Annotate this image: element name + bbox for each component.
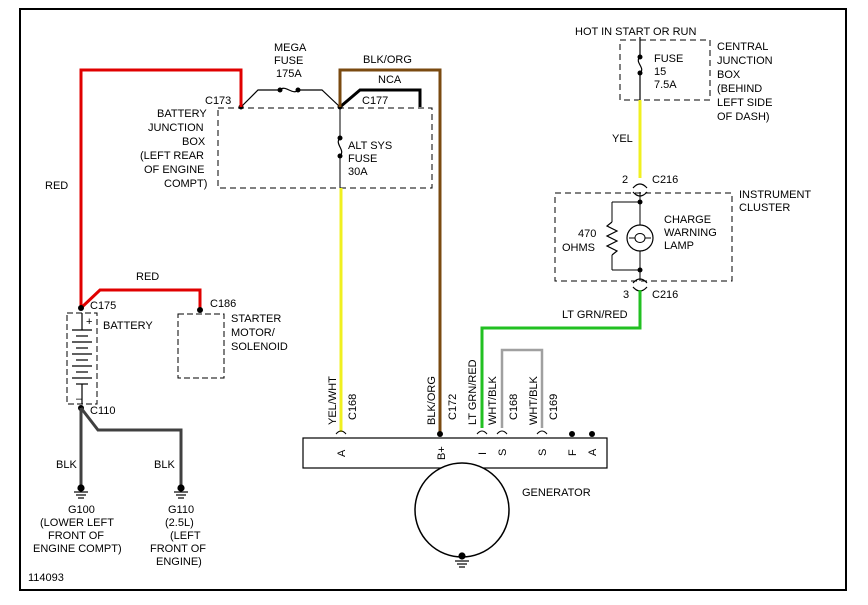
central-junction-box-outline [619,39,711,101]
c168-a-label: C168 [347,394,359,420]
connector-i [476,430,488,435]
c169-label: C169 [548,394,560,420]
battery-plus: + [86,316,92,328]
blk-left-label: BLK [56,459,77,471]
wire-lt-grn-red [480,290,642,428]
alt-sys-fuse-symbol [337,137,343,157]
blk-right-label: BLK [154,459,175,471]
c175-node [78,305,84,311]
battery: C175 + – BATTERY C110 [66,300,153,417]
c216-bottom-label: C216 [652,289,678,301]
starter-motor: C186 STARTER MOTOR/ SOLENOID [177,298,288,379]
ground-g100-icon [74,484,88,499]
c173-label: C173 [205,95,231,107]
pin2-label: 2 [622,174,628,186]
c168-b-label: C168 [508,394,520,420]
red-mid-label: RED [136,271,159,283]
blk-org-top-label: BLK/ORG [363,54,412,66]
terminal-a-label: A [336,449,348,457]
red-left-label: RED [45,180,68,192]
c175-label: C175 [90,300,116,312]
terminal-i-label: I [477,452,489,455]
mega-fuse-right-node [295,87,301,93]
wire-blk-g110 [79,407,183,485]
starter-label: STARTER MOTOR/ SOLENOID [231,313,288,353]
blk-org-vertical-label: BLK/ORG [426,376,438,425]
fuse15-bottom-node [637,70,643,76]
resistor-symbol [605,221,619,256]
c110-label: C110 [90,405,115,417]
wht-blk-1-label: WHT/BLK [487,375,499,425]
mega-fuse-label: MEGA FUSE 175A [274,42,309,80]
g100-label: G100 (LOWER LEFT FRONT OF ENGINE COMPT) [33,504,122,555]
hot-in-start-label: HOT IN START OR RUN [575,26,696,38]
terminal-b-plus-label: B+ [436,446,448,460]
wire-red-starter [79,288,202,310]
battery-junction-box-outline [217,107,433,189]
instrument-cluster-label: INSTRUMENT CLUSTER [739,189,814,214]
yel-label: YEL [612,133,633,145]
lt-grn-red-vertical-label: LT GRN/RED [467,359,479,425]
generator: YEL/WHT C168 BLK/ORG C172 LT GRN/RED WHT… [302,348,608,568]
battery-jb-label: BATTERY JUNCTION BOX (LEFT REAR OF ENGIN… [140,108,210,190]
starter-body [177,313,225,379]
alt-sys-fuse-label: ALT SYS FUSE 30A [348,140,395,178]
generator-label: GENERATOR [522,487,591,499]
connector-a [335,430,347,435]
wire-red-main [79,68,243,308]
charge-lamp-label: CHARGE WARNING LAMP [664,214,720,252]
mega-fuse-symbol [240,87,341,108]
terminal-f-node [569,431,575,437]
instrument-cluster: 2 C216 INSTRUMENT CLUSTER 470 OHMS CHARG… [554,174,814,301]
figure-id: 114093 [28,572,64,584]
terminal-s2-label: S [537,449,549,456]
terminal-a2-label: A [587,448,599,456]
battery-minus: – [76,393,83,405]
pin3-label: 3 [623,289,629,301]
battery-junction-box: C173 BATTERY JUNCTION BOX (LEFT REAR OF … [140,42,433,190]
c216-top-label: C216 [652,174,678,186]
lamp-filament [629,233,651,243]
yel-wht-label: YEL/WHT [327,376,339,425]
wht-blk-2-label: WHT/BLK [528,375,540,425]
terminal-s1-label: S [497,449,509,456]
terminal-f-label: F [567,449,579,456]
terminal-b-plus-node [437,431,443,437]
g110-label: G110 (2.5L) (LEFT FRONT OF ENGINE) [150,504,209,568]
c172-label: C172 [447,394,459,420]
wire-blk-org [338,68,442,432]
mega-fuse-left-node [277,87,283,93]
c186-node [197,307,203,313]
c186-label: C186 [210,298,236,310]
connector-s2 [536,430,548,435]
fuse15-symbol [637,37,643,100]
instrument-cluster-outline [554,192,733,282]
resistor-label: 470 OHMS [562,228,599,254]
nca-label: NCA [378,74,402,86]
c177-label: C177 [362,95,388,107]
fuse15-label: FUSE 15 7.5A [654,53,686,91]
nca-wire [339,88,422,109]
lt-grn-red-horizontal-label: LT GRN/RED [562,309,628,321]
ground-g110-icon [174,484,188,499]
generator-body [414,462,510,558]
battery-label: BATTERY [103,320,153,332]
connector-s1 [496,430,508,435]
battery-cells-icon [72,313,92,404]
central-junction-box: HOT IN START OR RUN CENTRAL JUNCTION BOX… [575,26,776,123]
generator-ground-icon [455,552,469,568]
central-jb-label: CENTRAL JUNCTION BOX (BEHIND LEFT SIDE O… [717,41,776,123]
wire-wht-blk-jumper [500,348,544,428]
terminal-a2-node [589,431,595,437]
diagram-border [19,8,847,591]
